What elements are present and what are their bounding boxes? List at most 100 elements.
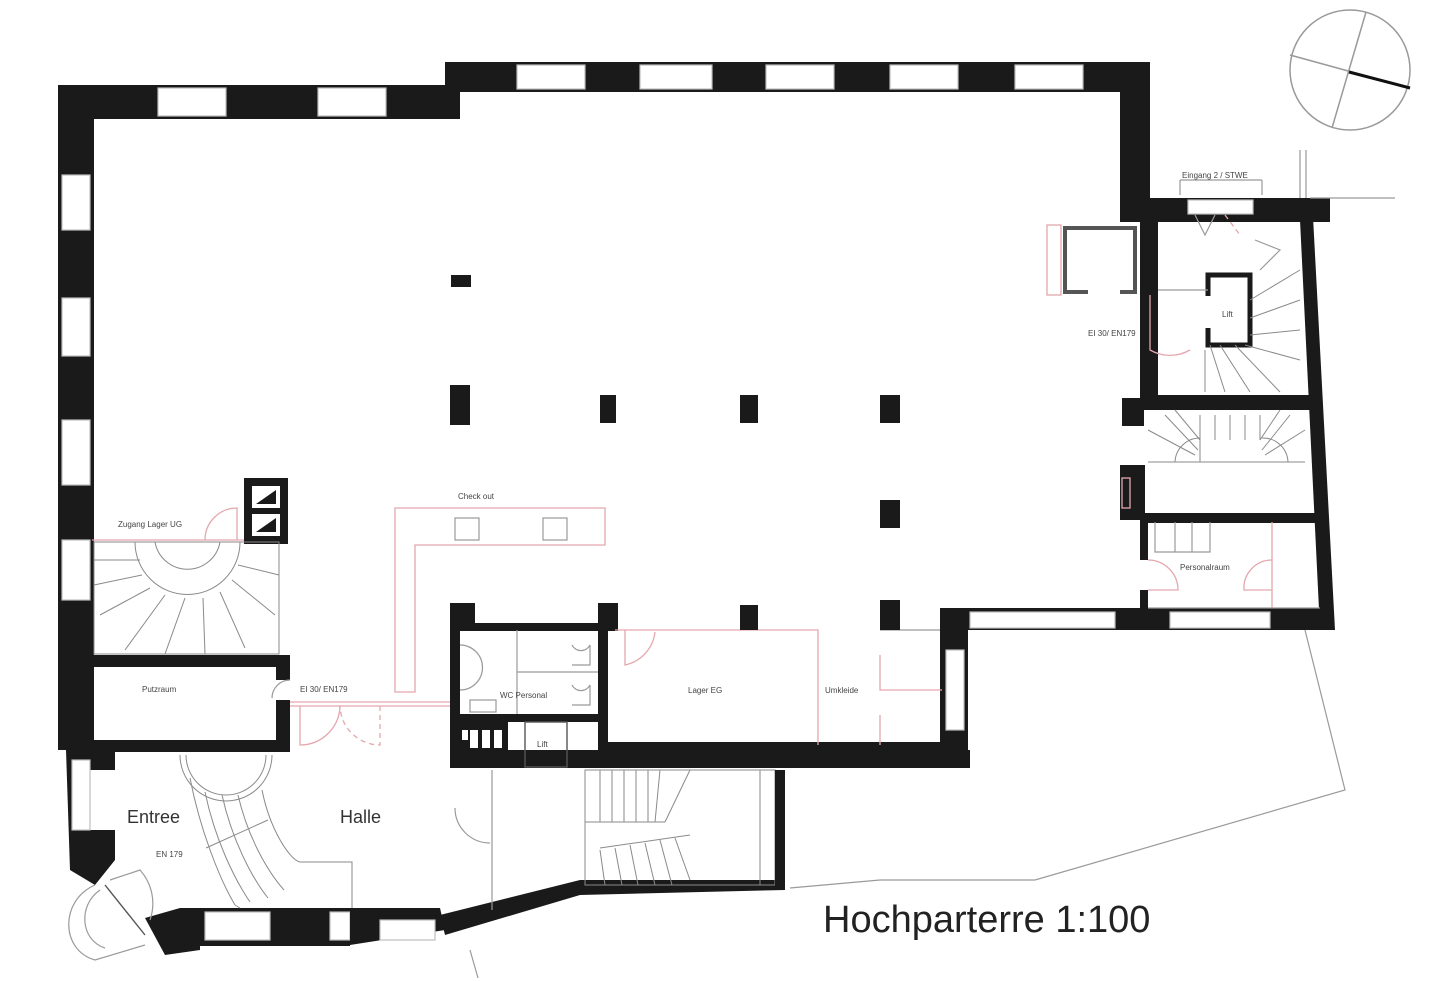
window <box>61 174 91 231</box>
canopy <box>1179 179 1263 195</box>
wall-putzraum-bottom <box>90 740 290 752</box>
wall-annex-right <box>1300 198 1335 630</box>
window <box>61 419 91 486</box>
lift-center <box>524 721 568 768</box>
door-swing <box>1254 239 1282 271</box>
window <box>71 759 91 831</box>
wall-wc-left <box>450 623 460 768</box>
column <box>880 500 900 528</box>
stair-mid-right <box>1147 409 1306 463</box>
label-umkleide: Umkleide <box>825 686 859 695</box>
column <box>451 275 471 287</box>
door-swing <box>1194 214 1216 237</box>
wall-annex-mid <box>1140 395 1315 410</box>
wall-segment <box>276 655 290 680</box>
stair-entree <box>179 754 353 909</box>
sink <box>469 699 497 713</box>
north-arrow-icon <box>1289 9 1411 131</box>
shaft-symbol <box>256 490 276 504</box>
label-lift-center: Lift <box>537 740 548 749</box>
door-swing <box>459 644 484 691</box>
window <box>639 64 713 90</box>
column <box>740 605 758 630</box>
door-swing <box>271 679 291 699</box>
window <box>157 87 227 117</box>
label-lager-eg: Lager EG <box>688 686 722 695</box>
window <box>379 919 436 941</box>
window <box>1169 611 1271 629</box>
label-check-out: Check out <box>458 492 495 501</box>
window <box>61 539 91 601</box>
wall-segment <box>598 603 618 623</box>
door-swing <box>339 705 381 746</box>
toilet-icon <box>571 644 591 666</box>
column <box>450 385 470 425</box>
lockers <box>1154 522 1211 553</box>
wall-bottom-diagonal <box>440 880 785 935</box>
label-lift-top: Lift <box>1222 310 1233 319</box>
wall-wc-right <box>598 623 608 768</box>
wall-putzraum-top <box>90 655 290 667</box>
door-frame <box>1046 224 1062 296</box>
wall-top-left <box>58 85 448 119</box>
site-boundary <box>789 629 1346 889</box>
column <box>880 395 900 423</box>
register <box>454 517 480 541</box>
wall-segment <box>1120 465 1145 520</box>
stair-bottom <box>584 769 785 890</box>
column <box>740 395 758 423</box>
label-door-top-right: EI 30/ EN179 <box>1088 329 1136 338</box>
lift-top <box>1205 272 1253 348</box>
fence-post <box>1299 150 1307 198</box>
door-swing <box>1149 295 1191 357</box>
label-personalraum: Personalraum <box>1180 563 1230 572</box>
wall-segment <box>1140 590 1148 610</box>
plan-title: Hochparterre 1:100 <box>823 899 1150 941</box>
window <box>945 649 965 731</box>
stair-top-right <box>1204 269 1301 393</box>
spiral-stair-left <box>93 541 280 655</box>
wall-segment <box>450 603 475 623</box>
shaft-cell <box>482 730 490 748</box>
window <box>317 87 387 117</box>
shaft-cell <box>494 730 502 748</box>
window <box>61 297 91 357</box>
wall-lager-bottom <box>608 742 968 752</box>
door-swing <box>454 807 491 844</box>
shaft-symbol <box>256 518 276 532</box>
window <box>204 911 271 941</box>
entry-bay-outline <box>68 884 146 961</box>
label-door-putzraum: EI 30/ EN179 <box>300 685 348 694</box>
lager-partition <box>615 629 819 745</box>
wall-annex-left <box>1140 200 1158 400</box>
shaft-cell <box>462 730 468 740</box>
toilet-icon <box>571 684 591 706</box>
shaft-box <box>1063 226 1137 294</box>
window-entrance <box>1187 199 1254 215</box>
door-swing <box>1147 559 1179 591</box>
label-wc-personal: WC Personal <box>500 691 547 700</box>
wall-segment <box>1122 398 1144 426</box>
window <box>1014 64 1084 90</box>
window <box>889 64 959 90</box>
wall-segment <box>775 770 785 890</box>
door-frame <box>1121 477 1131 509</box>
door-swing <box>299 705 341 746</box>
wall-personal-top <box>1140 513 1320 523</box>
door-swing <box>624 630 656 666</box>
label-eingang-2: Eingang 2 / STWE <box>1182 171 1248 180</box>
window <box>329 911 351 941</box>
label-halle: Halle <box>340 807 381 827</box>
door-swing <box>1243 559 1273 591</box>
wall-wc-bottom <box>450 714 608 722</box>
site-boundary <box>469 949 479 979</box>
column <box>600 395 616 423</box>
label-door-entree: EN 179 <box>156 850 183 859</box>
register <box>542 517 568 541</box>
window <box>969 611 1116 629</box>
door-swing <box>109 869 154 921</box>
wall-right-upper <box>1120 62 1150 222</box>
wall-wc-top <box>450 623 618 631</box>
label-zugang-lager: Zugang Lager UG <box>118 520 182 529</box>
shaft-cell <box>470 730 478 748</box>
